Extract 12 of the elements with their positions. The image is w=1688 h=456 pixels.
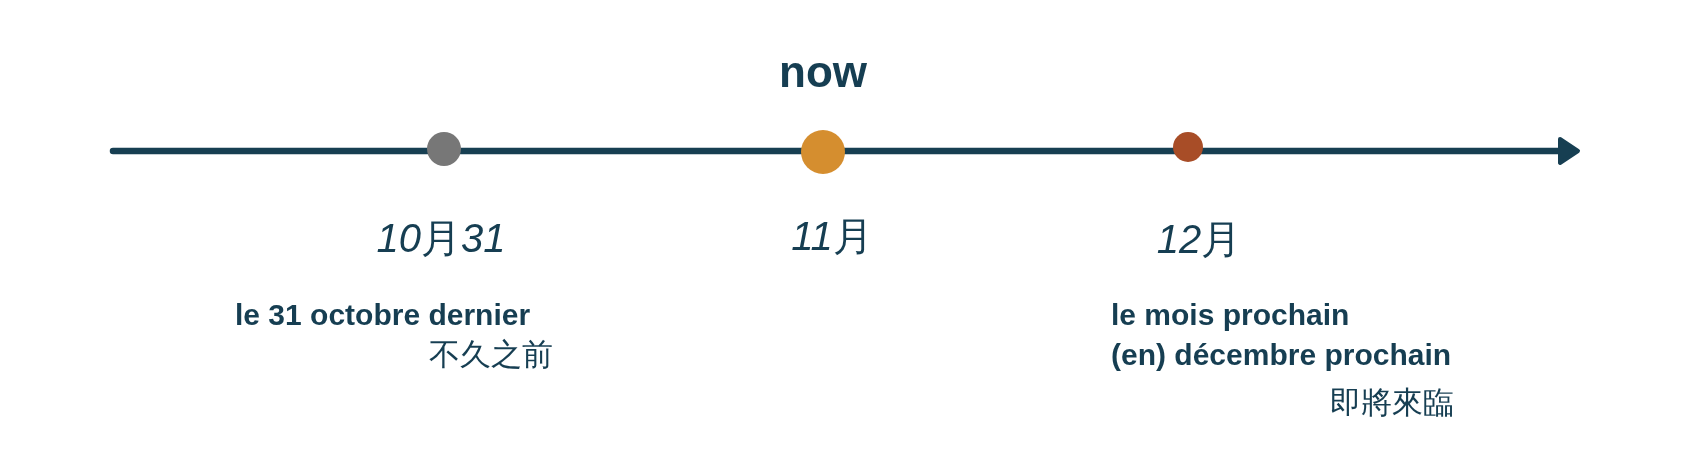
- date-label: 12月: [1156, 219, 1242, 259]
- french-phrase: le mois prochain: [1111, 299, 1350, 330]
- chinese-phrase: 即將來臨: [1330, 386, 1454, 418]
- now-label: now: [779, 49, 867, 94]
- timeline-dot: [427, 132, 461, 166]
- chinese-phrase: 不久之前: [429, 338, 553, 370]
- french-phrase: le 31 octobre dernier: [235, 299, 531, 330]
- timeline-dot: [801, 130, 845, 174]
- timeline-dot: [1173, 132, 1203, 162]
- date-label: 10月31: [376, 218, 506, 258]
- date-label: 11月: [791, 216, 873, 256]
- french-phrase: (en) décembre prochain: [1111, 339, 1452, 370]
